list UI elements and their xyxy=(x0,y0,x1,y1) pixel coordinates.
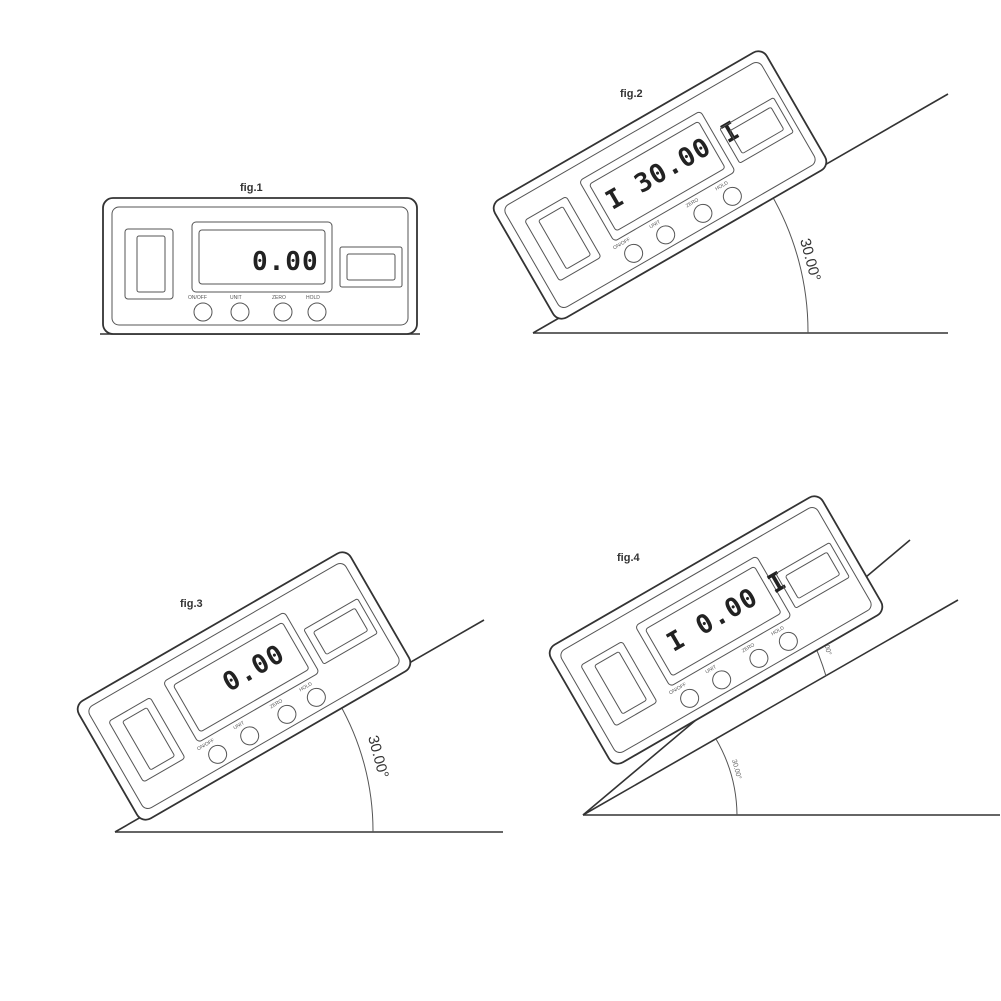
device-inner-border xyxy=(88,562,400,810)
onoff-button xyxy=(624,243,644,263)
figure-2-label: fig.2 xyxy=(620,88,643,100)
figure-3-device: 0.00 ON/OFF UNIT ZERO HOLD xyxy=(76,551,412,821)
lcd-reading: 0.00 xyxy=(252,247,319,277)
lcd-screen xyxy=(645,566,781,676)
figure-2-device: I 30.00 I ON/OFF UNIT ZERO HOLD xyxy=(492,50,828,320)
figure-3-angle-arc xyxy=(338,702,374,833)
device-inner-border xyxy=(111,206,409,326)
zero-button xyxy=(273,302,293,322)
bubble-vial-inner xyxy=(729,107,784,154)
device-inner-border xyxy=(560,506,872,754)
device-body xyxy=(492,50,828,320)
lcd-frame xyxy=(164,612,319,742)
button-label-unit: UNIT xyxy=(705,664,718,675)
figure-4-device: I 0.00 I ON/OFF UNIT ZERO HOLD xyxy=(548,495,884,765)
unit-button xyxy=(230,302,250,322)
hold-button xyxy=(722,186,742,206)
side-window-inner xyxy=(594,651,647,714)
side-window xyxy=(124,228,174,300)
bubble-vial xyxy=(339,246,403,288)
button-label-unit: UNIT xyxy=(649,219,662,230)
side-window-inner xyxy=(538,206,591,269)
side-window-inner xyxy=(122,707,175,770)
figure-3: fig.3 30.00° 0.00 ON/OFF UNIT ZERO HOLD xyxy=(76,551,503,833)
side-window xyxy=(581,642,657,726)
figure-4-lower-slope-line xyxy=(582,599,959,816)
device-inner-border xyxy=(504,61,816,309)
button-label-hold: HOLD xyxy=(306,295,320,301)
button-label-zero: ZERO xyxy=(272,295,286,301)
lcd-screen xyxy=(173,622,309,732)
figure-3-label: fig.3 xyxy=(180,598,203,610)
button-label-unit: UNIT xyxy=(233,720,246,731)
button-label-unit: UNIT xyxy=(230,295,242,301)
onoff-button xyxy=(208,744,228,764)
side-window-inner xyxy=(136,235,166,293)
figure-4-label: fig.4 xyxy=(617,552,640,564)
device-body xyxy=(76,551,412,821)
figure-3-angle-label: 30.00° xyxy=(364,734,392,780)
bubble-vial xyxy=(776,542,850,608)
device-body xyxy=(548,495,884,765)
bubble-vial xyxy=(720,97,794,163)
figure-4: fig.4 30.00° 30.00° I 0.00 I ON/OFF UNIT… xyxy=(548,495,1000,816)
unit-button xyxy=(656,225,676,245)
figure-1-device: 0.00 ON/OFF UNIT ZERO HOLD xyxy=(100,197,420,335)
figure-2-angle-arc xyxy=(770,193,809,334)
onoff-button xyxy=(193,302,213,322)
figure-1: fig.1 0.00 ON/OFF UNIT ZERO HOLD xyxy=(100,182,420,335)
hold-button xyxy=(778,631,798,651)
side-window xyxy=(109,698,185,782)
figure-2-angle-label: 30.00° xyxy=(796,237,824,283)
hold-button xyxy=(307,302,327,322)
hold-button xyxy=(306,687,326,707)
bubble-vial-inner xyxy=(313,608,368,655)
zero-button xyxy=(749,648,769,668)
button-label-onoff: ON/OFF xyxy=(188,295,207,301)
figure-4-lower-angle-arc xyxy=(715,738,738,816)
onoff-button xyxy=(680,688,700,708)
unit-button xyxy=(712,670,732,690)
lcd-frame xyxy=(636,556,791,686)
lcd-screen xyxy=(198,229,326,285)
bubble-vial xyxy=(304,598,378,664)
device-body xyxy=(102,197,418,335)
lcd-frame xyxy=(580,111,735,241)
zero-button xyxy=(693,203,713,223)
unit-button xyxy=(240,726,260,746)
bubble-vial-inner xyxy=(785,552,840,599)
lcd-frame xyxy=(191,221,333,293)
bubble-vial-inner xyxy=(346,253,396,281)
lcd-screen xyxy=(589,121,725,231)
figure-1-label: fig.1 xyxy=(240,182,263,194)
figure-2: fig.2 30.00° I 30.00 I ON/OFF UNIT ZERO … xyxy=(492,50,949,334)
side-window xyxy=(525,197,601,281)
zero-button xyxy=(277,704,297,724)
